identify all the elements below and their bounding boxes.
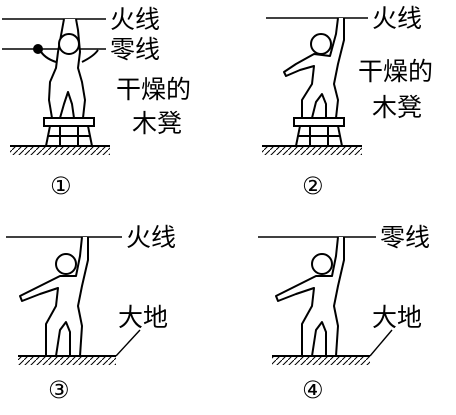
support-label-line2: 木凳 [372, 93, 422, 122]
neutral-wire-label: 零线 [110, 35, 160, 64]
ground-label-leader [369, 329, 393, 357]
live-wire-label: 火线 [372, 4, 422, 33]
live-wire-label: 火线 [110, 5, 160, 34]
ground-hatch [18, 356, 116, 365]
panel-number: ② [302, 172, 324, 200]
wooden-stool [293, 117, 345, 147]
panel-1: 火线 零线 干燥的 木凳 ① [2, 5, 191, 200]
ground-label: 大地 [372, 303, 422, 332]
ground-label: 大地 [118, 303, 168, 332]
floor-hatch [262, 146, 362, 155]
ground-hatch [272, 356, 370, 365]
support-label-line1: 干燥的 [358, 57, 433, 86]
panel-number: ③ [48, 376, 70, 404]
panel-3: 火线 大地 ③ [6, 223, 176, 404]
person-figure [19, 236, 89, 357]
panel-number: ① [50, 172, 72, 200]
panel-2: 火线 干燥的 木凳 ② [262, 4, 433, 200]
wooden-stool [43, 117, 95, 147]
person-figure [275, 236, 345, 357]
ground-label-leader [115, 329, 141, 357]
live-wire-label: 火线 [126, 223, 176, 252]
neutral-wire-label: 零线 [380, 223, 430, 252]
support-label-line2: 木凳 [132, 109, 182, 138]
floor-hatch [10, 146, 110, 155]
person-figure [283, 17, 345, 119]
panel-number: ④ [302, 376, 324, 404]
panel-4: 零线 大地 ④ [258, 223, 430, 404]
support-label-line1: 干燥的 [116, 75, 191, 104]
person-figure [33, 18, 99, 119]
